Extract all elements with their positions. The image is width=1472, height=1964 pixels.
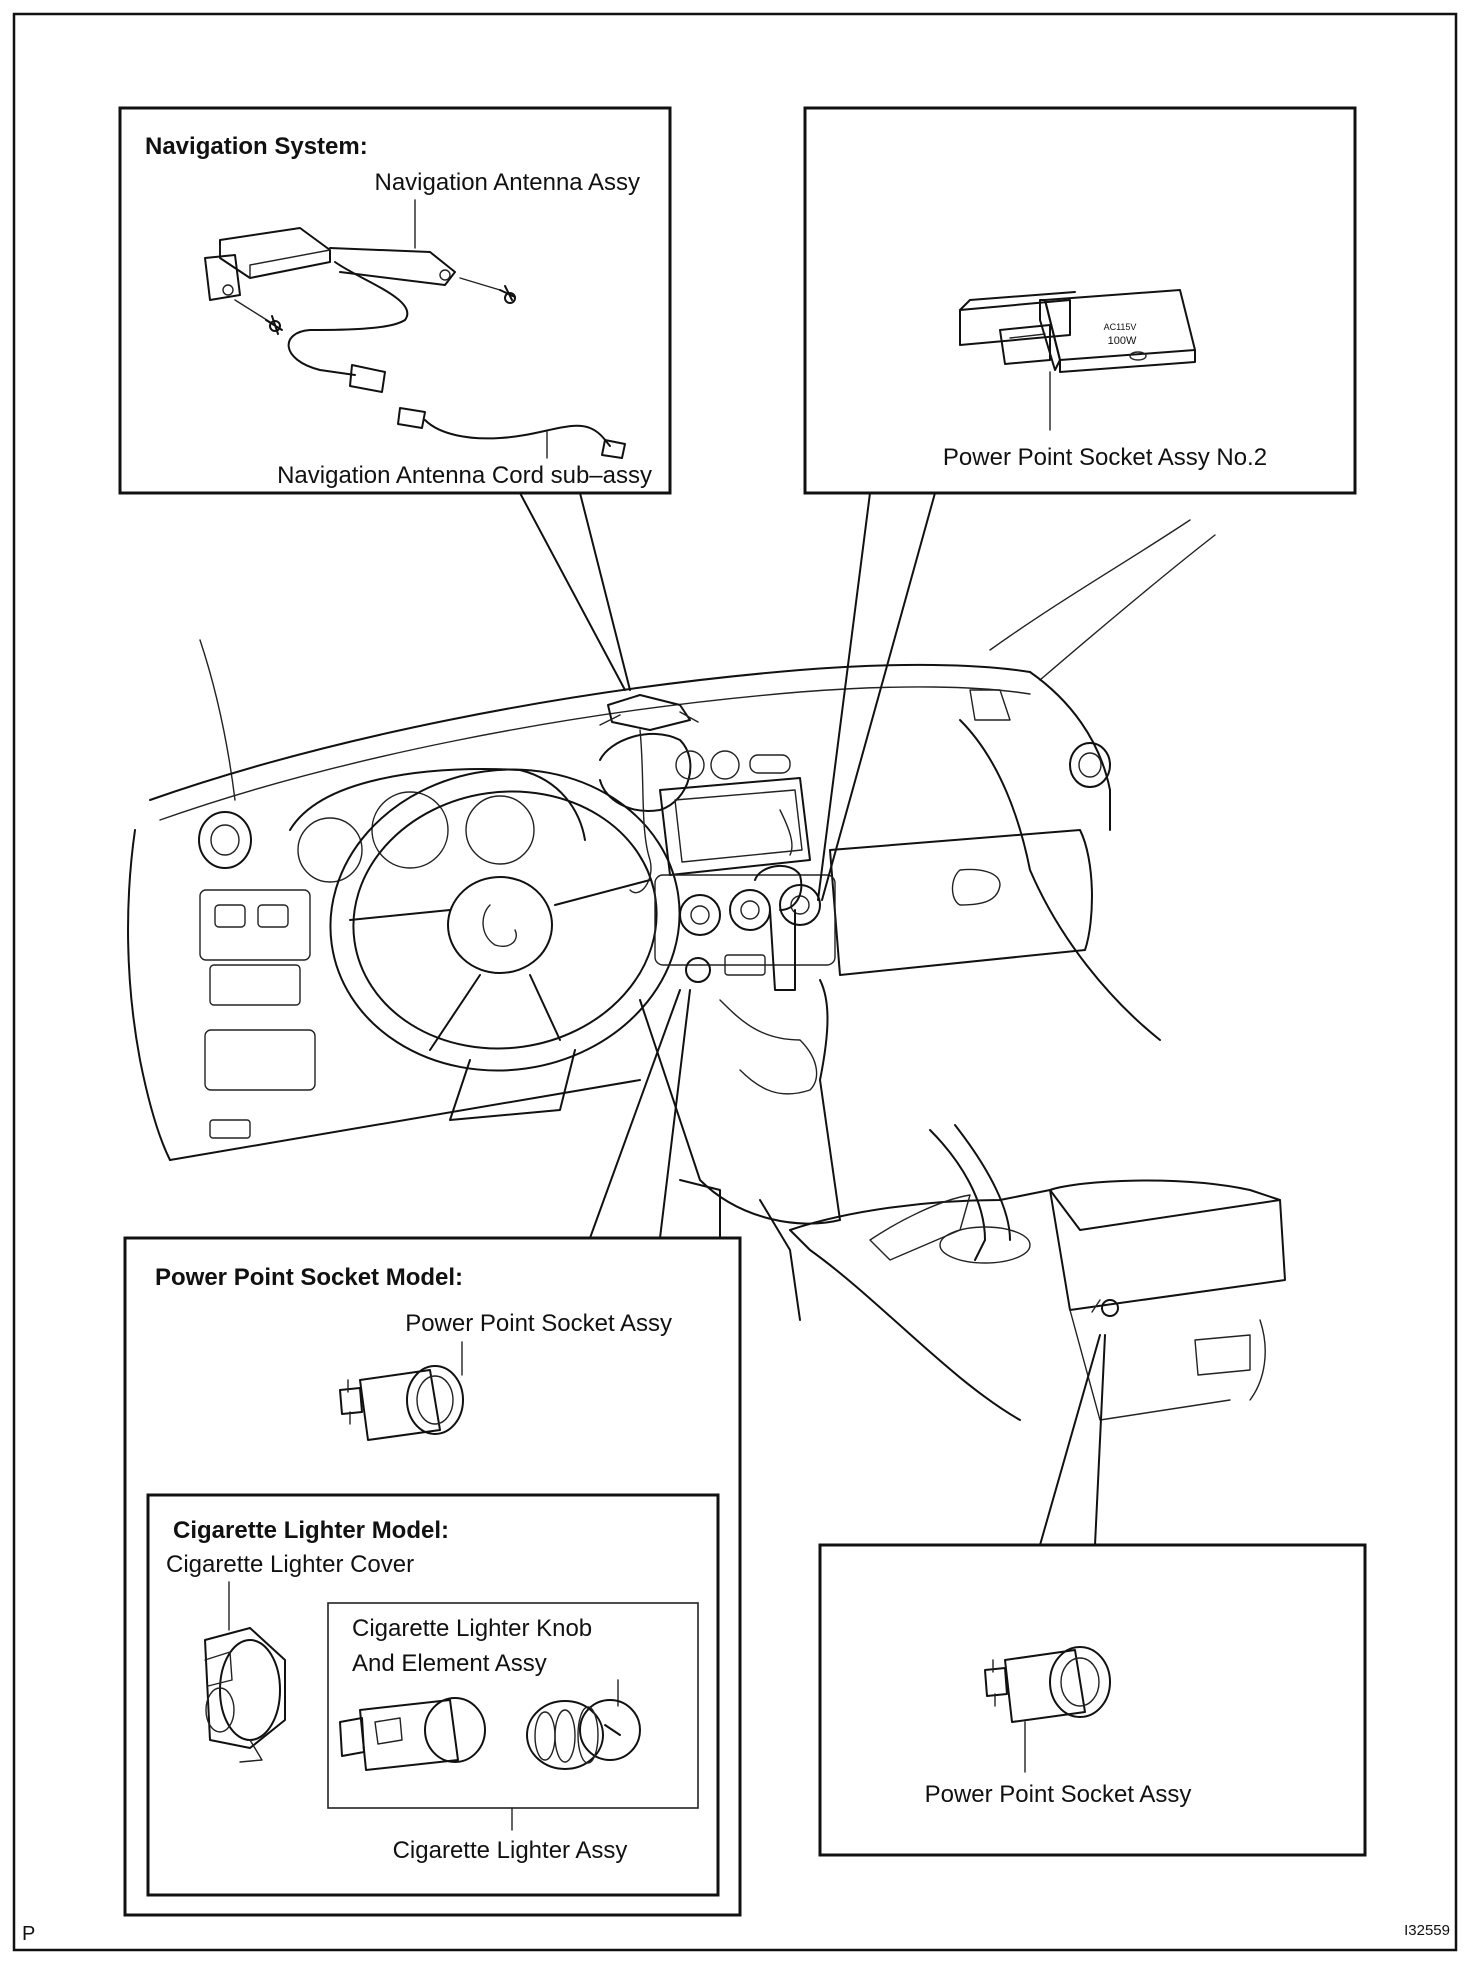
cigarette-lighter-model-box: Cigarette Lighter Model: Cigarette Light… [146, 1493, 720, 1897]
console-power-point-socket-label: Power Point Socket Assy [925, 1781, 1192, 1808]
cigarette-lighter-assy-frame [327, 1602, 699, 1809]
cigarette-lighter-socket-icon [339, 1697, 486, 1771]
page-corner-mark: P [22, 1923, 35, 1945]
leader-lines [519, 492, 1106, 1546]
cigarette-lighter-knob-icon [526, 1699, 641, 1770]
cigarette-lighter-knob-label-line1: Cigarette Lighter Knob [352, 1615, 592, 1642]
navigation-heading: Navigation System: [145, 133, 368, 160]
navigation-antenna-icon [204, 227, 626, 459]
power-point-socket-icon [339, 1365, 464, 1441]
console-power-point-socket-icon [984, 1646, 1111, 1723]
cigarette-lighter-assy-label: Cigarette Lighter Assy [393, 1837, 628, 1864]
socket-face-text-voltage: AC115V [1104, 322, 1137, 332]
power-point-socket-assy-label: Power Point Socket Assy [405, 1310, 672, 1337]
navigation-antenna-cord-label: Navigation Antenna Cord sub–assy [277, 462, 652, 489]
power-point-socket-model-box: Power Point Socket Model: Power Point So… [123, 1236, 742, 1917]
outer-frame [12, 12, 1458, 1952]
cigarette-lighter-cover-label: Cigarette Lighter Cover [166, 1551, 414, 1578]
cigarette-lighter-knob-label-line2: And Element Assy [352, 1650, 547, 1677]
cigarette-lighter-cover-icon [204, 1627, 286, 1763]
socket-face-text-wattage: 100W [1108, 335, 1137, 347]
dashboard-illustration [127, 519, 1286, 1421]
console-power-point-socket-box: Power Point Socket Assy [818, 1543, 1367, 1857]
power-point-socket-no2-label: Power Point Socket Assy No.2 [943, 444, 1267, 471]
power-point-socket-no2-icon: AC115V 100W [959, 289, 1196, 373]
power-point-socket-model-heading: Power Point Socket Model: [155, 1264, 463, 1291]
figure-id: I32559 [1404, 1922, 1450, 1939]
navigation-antenna-label: Navigation Antenna Assy [374, 169, 640, 196]
cigarette-lighter-model-heading: Cigarette Lighter Model: [173, 1517, 449, 1544]
navigation-system-box: Navigation System: Navigation Antenna As… [118, 106, 672, 495]
power-point-socket-no2-box: AC115V 100W Power Point Socket Assy No.2 [803, 106, 1357, 495]
